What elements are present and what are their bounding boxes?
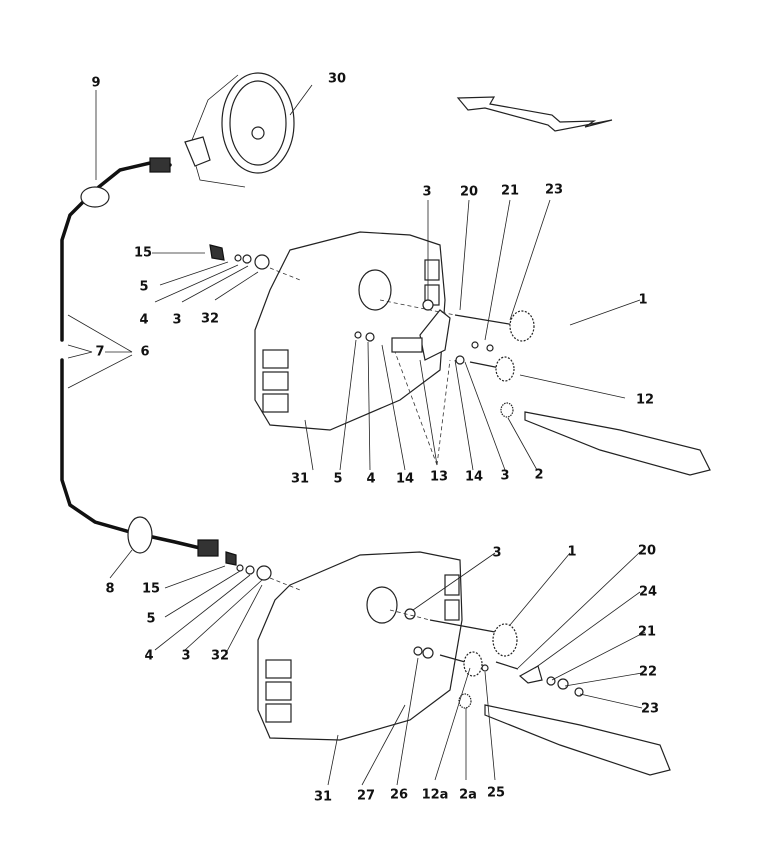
label-32: 32 [200,311,220,327]
speedometer-housing [184,72,295,188]
label-27: 27 [356,788,376,804]
label-5: 5 [139,279,149,295]
label-20-b: 20 [637,543,657,559]
label-3-b-upper: 3 [492,545,502,561]
label-22: 22 [638,664,658,680]
label-4: 4 [139,312,149,328]
gear-12 [469,356,515,382]
label-7: 7 [95,344,105,360]
label-5-b: 5 [146,611,156,627]
label-26: 26 [389,787,409,803]
label-32-b: 32 [210,648,230,664]
gearbox-casing-lower [257,551,463,741]
mainshaft-lower [484,704,671,776]
gear-12a [439,651,483,677]
label-4-b: 4 [144,648,154,664]
gearbox-casing-upper [254,231,446,431]
label-21-b: 21 [637,624,657,640]
label-8: 8 [105,581,115,597]
bracket-13 [391,309,451,361]
label-1-b: 1 [567,544,577,560]
drive-gear-1-upper [454,310,535,342]
label-30: 30 [327,71,347,87]
label-2a: 2a [459,787,477,803]
label-23: 23 [544,182,564,198]
label-14: 14 [395,471,415,487]
label-9: 9 [91,75,101,91]
label-5-lower: 5 [333,471,343,487]
mainshaft-upper [524,411,711,476]
leader-lines [67,84,646,786]
label-15-b: 15 [141,581,161,597]
label-14-right: 14 [464,469,484,485]
label-23-b: 23 [640,701,660,717]
label-31-b: 31 [313,789,333,805]
label-3-right: 3 [500,468,510,484]
pinion-2a [458,693,472,709]
label-15: 15 [133,245,153,261]
label-13: 13 [429,469,449,485]
label-3-upper: 3 [422,184,432,200]
label-24: 24 [638,584,658,600]
label-1: 1 [638,292,648,308]
direction-arrow-icon [456,96,613,132]
speedometer-cable [60,157,219,557]
label-12: 12 [635,392,655,408]
label-3-b: 3 [181,648,191,664]
label-6: 6 [140,344,150,360]
label-4-lower: 4 [366,471,376,487]
drive-gear-1-lower [429,619,518,657]
washers-lower [225,551,489,672]
label-25: 25 [486,785,506,801]
pinion-2 [500,402,514,418]
label-2: 2 [534,467,544,483]
label-21: 21 [500,183,520,199]
label-3: 3 [172,312,182,328]
washers-upper [209,244,494,365]
label-12a: 12a [421,787,449,803]
pin-20-bracket-24 [495,661,584,697]
label-31: 31 [290,471,310,487]
label-20: 20 [459,184,479,200]
